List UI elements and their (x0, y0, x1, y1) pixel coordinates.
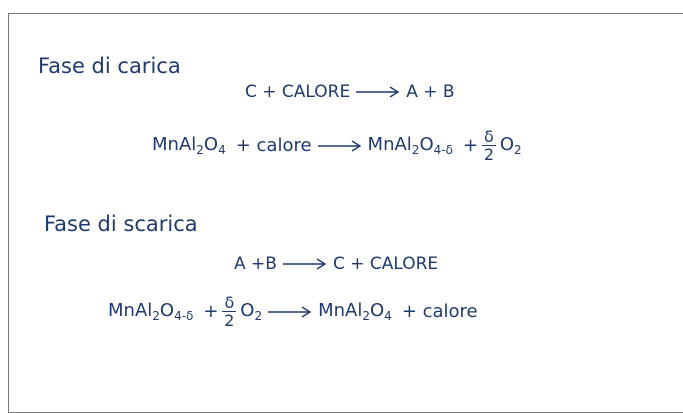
charge-equation-1: C + CALORE A + B (245, 82, 455, 102)
reaction-arrow-icon (282, 258, 327, 270)
charge-eq2-heat: + calore (235, 135, 312, 156)
charge-eq1-left: C + CALORE (245, 82, 351, 102)
reaction-arrow-icon (268, 305, 312, 318)
discharge-eq2-heat: + calore (401, 301, 478, 322)
phase-discharge-title: Fase di scarica (44, 212, 198, 236)
discharge-eq2-product: MnAl2O4 (318, 300, 392, 323)
charge-eq2-reactant: MnAl2O4 (152, 134, 226, 157)
discharge-eq1-right: C + CALORE (332, 254, 439, 274)
discharge-eq2-oxygen: O2 (240, 300, 263, 323)
charge-eq2-product: MnAl2O4-δ (367, 134, 453, 157)
reaction-arrow-icon (317, 139, 361, 152)
discharge-eq2-reactant: MnAl2O4-δ (108, 300, 194, 323)
charge-eq2-oxygen: O2 (499, 134, 522, 157)
discharge-eq1-left: A +B (234, 254, 277, 274)
charge-eq1-right: A + B (406, 82, 455, 102)
reaction-arrow-icon (356, 86, 400, 98)
phase-charge-title: Fase di carica (38, 54, 181, 78)
charge-eq2-plus: + (462, 135, 479, 156)
discharge-equation-1: A +B C + CALORE (234, 254, 438, 274)
discharge-eq2-plus: + (203, 301, 219, 322)
